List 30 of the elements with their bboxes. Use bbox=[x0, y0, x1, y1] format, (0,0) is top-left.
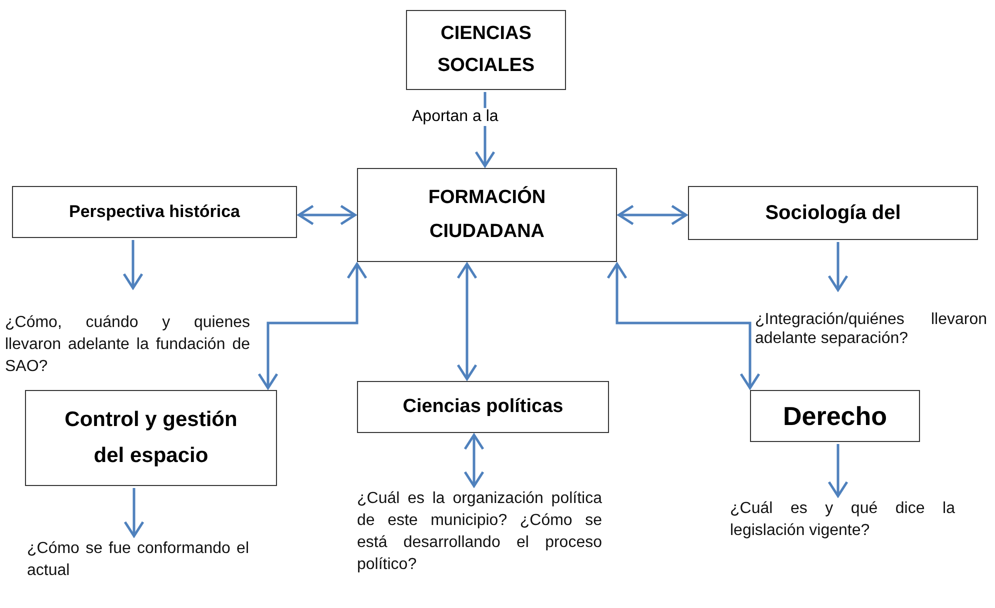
box-title: CIENCIAS SOCIALES bbox=[436, 22, 536, 78]
arrow bbox=[122, 240, 144, 290]
concept-box bbox=[357, 381, 609, 433]
concept-box bbox=[12, 186, 297, 238]
concept-box bbox=[357, 168, 617, 262]
box-title: Sociología del bbox=[765, 201, 901, 225]
arrow bbox=[606, 262, 760, 390]
concept-box bbox=[25, 390, 277, 486]
arrow bbox=[124, 488, 144, 538]
box-title: Control y gestión del espacio bbox=[64, 407, 238, 469]
box-title: Perspectiva histórica bbox=[68, 201, 240, 223]
question-text: ¿Cuál es la organización política de este municipio? ¿Cómo se está desarrollando el proceso político? bbox=[357, 488, 602, 606]
question-text: ¿Integración/quiénes llevaron adelante separación? bbox=[755, 310, 987, 370]
arrow bbox=[298, 204, 356, 226]
box-title: FORMACIÓN CIUDADANA bbox=[427, 185, 547, 244]
arrow bbox=[456, 262, 478, 380]
question-text: ¿Cuál es y qué dice la legislación vigente? bbox=[730, 498, 955, 546]
question-text: ¿Cómo se fue conformando el actual bbox=[27, 538, 249, 586]
box-title: Ciencias políticas bbox=[402, 395, 564, 419]
arrow bbox=[828, 444, 848, 498]
edge-label: Aportan a la bbox=[410, 108, 500, 126]
arrow bbox=[618, 204, 688, 226]
question-text: ¿Cómo, cuándo y quienes llevaron adelante la fundación de SAO? bbox=[5, 312, 250, 382]
box-title: Derecho bbox=[782, 401, 888, 431]
arrow bbox=[464, 434, 484, 488]
concept-box bbox=[688, 186, 978, 240]
arrow bbox=[258, 262, 368, 390]
concept-box bbox=[406, 10, 566, 90]
arrow bbox=[828, 242, 848, 292]
concept-box bbox=[750, 390, 920, 442]
